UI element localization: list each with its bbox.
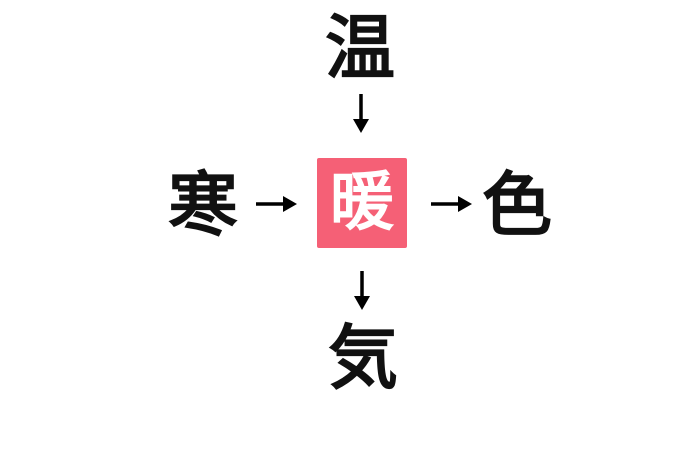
arrow-head <box>354 296 370 310</box>
arrow-head <box>458 196 472 212</box>
puzzle-left-kanji: 寒 <box>168 163 238 246</box>
arrow-down-icon <box>350 269 374 311</box>
answer-box: 暖 <box>317 158 407 248</box>
arrow-head <box>283 196 297 212</box>
arrow-head <box>353 119 369 133</box>
puzzle-top-kanji: 温 <box>325 6 395 89</box>
arrow-right-icon <box>254 192 298 216</box>
arrow-down-icon <box>349 92 373 134</box>
puzzle-right-kanji: 色 <box>482 163 552 246</box>
puzzle-bottom-kanji: 気 <box>328 316 398 399</box>
arrow-right-icon <box>429 192 473 216</box>
puzzle-answer-kanji: 暖 <box>330 166 394 240</box>
